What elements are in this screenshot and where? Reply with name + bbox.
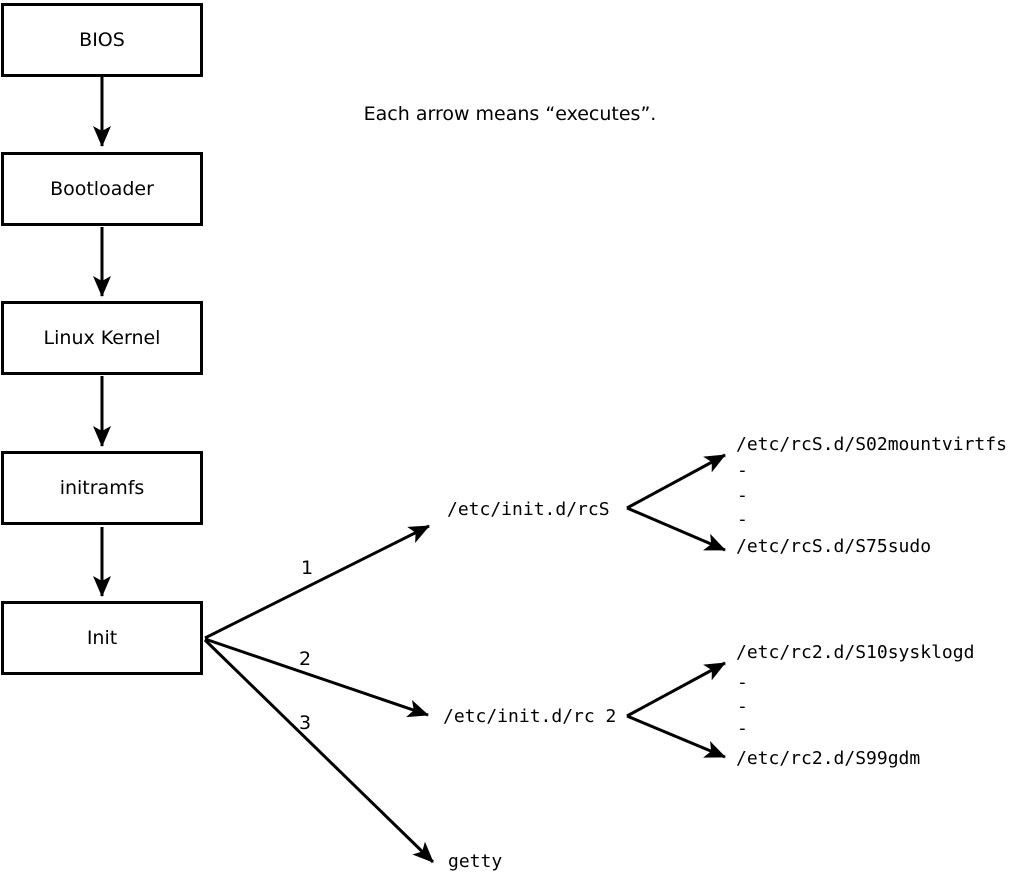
rcs-ellipsis-dash-2: -	[737, 485, 748, 506]
rc2-ellipsis-dash-2: -	[737, 696, 748, 717]
arrow-rcs-to-s75sudo	[626, 506, 726, 552]
branch-number-1: 1	[300, 557, 314, 579]
branch-number-3: 3	[298, 712, 312, 734]
rc2-ellipsis-dash-1: -	[737, 672, 748, 693]
label-rc2-s10sysklogd: /etc/rc2.d/S10sysklogd	[736, 642, 975, 663]
node-initramfs-label: initramfs	[59, 477, 145, 499]
caption: Each arrow means “executes”.	[363, 103, 657, 125]
node-linux-kernel: Linux Kernel	[1, 301, 203, 375]
arrow-rcs-to-s02mountvirtfs	[626, 453, 726, 510]
label-rcs-s02mountvirtfs: /etc/rcS.d/S02mountvirtfs	[736, 434, 1007, 455]
node-bootloader: Bootloader	[1, 152, 203, 226]
rcs-ellipsis-dash-3: -	[737, 509, 748, 530]
label-rc2-s99gdm: /etc/rc2.d/S99gdm	[736, 748, 921, 769]
arrow-init-to-rc2	[204, 637, 429, 718]
rc2-ellipsis-dash-3: -	[737, 718, 748, 739]
branch-number-2: 2	[298, 648, 312, 670]
node-init: Init	[1, 601, 203, 675]
node-init-label: Init	[86, 627, 118, 649]
label-etc-init-d-rc2: /etc/init.d/rc 2	[443, 706, 617, 727]
label-rcs-s75sudo: /etc/rcS.d/S75sudo	[736, 536, 932, 557]
node-linux-kernel-label: Linux Kernel	[43, 327, 161, 349]
label-etc-init-d-rcs: /etc/init.d/rcS	[447, 499, 610, 520]
label-getty: getty	[448, 851, 503, 872]
rcs-ellipsis-dash-1: -	[737, 460, 748, 481]
node-initramfs: initramfs	[1, 451, 203, 525]
arrow-rc2-to-s10sysklogd	[626, 661, 726, 718]
arrow-rc2-to-s99gdm	[626, 714, 726, 759]
arrow-init-to-getty	[203, 638, 435, 864]
node-bios: BIOS	[1, 3, 203, 77]
node-bootloader-label: Bootloader	[50, 178, 154, 200]
node-bios-label: BIOS	[79, 29, 125, 51]
arrow-init-to-rcs	[204, 524, 430, 640]
